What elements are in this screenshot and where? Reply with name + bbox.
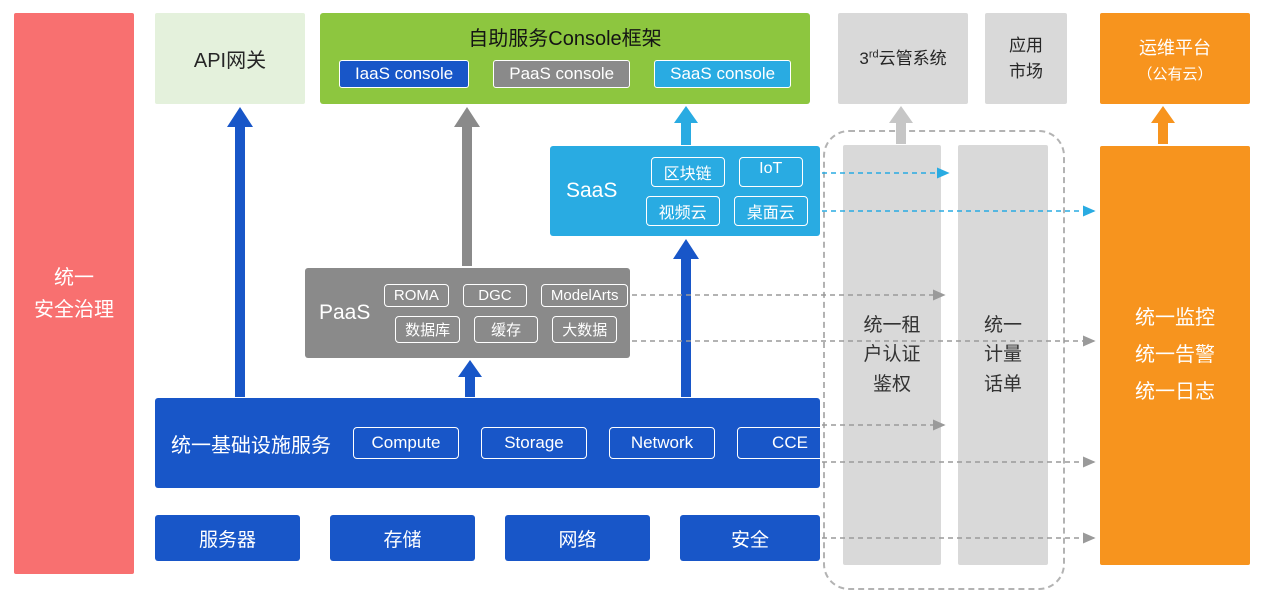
saas-label: SaaS — [566, 179, 618, 202]
monitoring-box: 统一监控 统一告警 统一日志 — [1100, 146, 1250, 565]
saas-item-desktop-cloud: 桌面云 — [733, 195, 808, 226]
third-party-text: 云管系统 — [878, 48, 947, 68]
infra-item-storage: Storage — [481, 427, 587, 459]
saas-item-video-cloud: 视频云 — [645, 195, 720, 226]
saas-item-iot: IoT — [738, 156, 803, 187]
security-governance-bar: 统一 安全治理 — [14, 13, 134, 574]
paas-item-modelarts: ModelArts — [540, 283, 629, 307]
console-frame-box: 自助服务Console框架 IaaS console PaaS console … — [320, 13, 810, 104]
foundation-storage-box: 存储 — [330, 515, 475, 561]
metering-billing-bar: 统一 计量 话单 — [958, 145, 1048, 565]
paas-box: PaaS ROMA DGC ModelArts 数据库 缓存 大数据 — [305, 268, 630, 358]
paas-chip-row-1: ROMA DGC ModelArts — [383, 283, 629, 307]
saas-chip-grid: 区块链 IoT 视频云 桌面云 — [633, 156, 820, 226]
foundation-server-box: 服务器 — [155, 515, 300, 561]
metering-line1: 统一 — [983, 314, 1022, 336]
arrow-monitoring-to-ops — [1151, 106, 1175, 144]
infrastructure-box: 统一基础设施服务 Compute Storage Network CCE — [155, 398, 843, 488]
api-gateway-box: API网关 — [155, 13, 305, 104]
foundation-security-box: 安全 — [680, 515, 820, 561]
arrow-infra-to-api-gateway — [227, 107, 253, 397]
arrow-infra-to-paas — [458, 360, 482, 397]
tenant-auth-line3: 鉴权 — [872, 373, 911, 395]
metering-line2: 计量 — [983, 344, 1022, 366]
saas-box: SaaS 区块链 IoT 视频云 桌面云 — [550, 146, 820, 236]
arrow-infra-to-saas — [673, 239, 699, 397]
iaas-console-chip: IaaS console — [338, 60, 470, 88]
metering-line3: 话单 — [983, 373, 1022, 395]
infra-item-network: Network — [609, 427, 715, 459]
console-frame-title: 自助服务Console框架 — [468, 28, 662, 50]
foundation-security-label: 安全 — [730, 529, 769, 551]
paas-label: PaaS — [319, 301, 371, 324]
foundation-storage-label: 存储 — [383, 529, 422, 551]
paas-chip-grid: ROMA DGC ModelArts 数据库 缓存 大数据 — [382, 283, 630, 343]
saas-chip-row-2: 视频云 桌面云 — [645, 195, 808, 226]
arrow-saas-to-console — [674, 106, 698, 145]
monitoring-line2: 统一告警 — [1135, 344, 1215, 366]
arrow-paas-to-console — [454, 107, 480, 266]
ops-platform-line1: 运维平台 — [1139, 37, 1211, 58]
paas-item-cache: 缓存 — [474, 315, 539, 343]
tenant-auth-bar: 统一租 户认证 鉴权 — [843, 145, 941, 565]
security-governance-line1: 统一 — [54, 266, 94, 289]
foundation-network-box: 网络 — [505, 515, 650, 561]
common-services-dashed-frame — [823, 130, 1065, 590]
tenant-auth-line2: 户认证 — [863, 344, 921, 366]
security-governance-line2: 安全治理 — [34, 298, 114, 321]
infrastructure-label: 统一基础设施服务 — [171, 434, 331, 457]
ops-platform-box: 运维平台 （公有云） — [1100, 13, 1250, 104]
infra-item-compute: Compute — [353, 427, 459, 459]
saas-console-chip: SaaS console — [654, 60, 792, 88]
saas-chip-row-1: 区块链 IoT — [650, 156, 803, 187]
infra-item-cce: CCE — [737, 427, 843, 459]
ops-platform-line2: （公有云） — [1137, 65, 1213, 83]
app-market-box: 应用 市场 — [985, 13, 1067, 104]
monitoring-line1: 统一监控 — [1135, 307, 1215, 329]
api-gateway-label: API网关 — [193, 50, 267, 72]
saas-item-blockchain: 区块链 — [650, 156, 725, 187]
tenant-auth-line1: 统一租 — [863, 314, 921, 336]
paas-item-roma: ROMA — [383, 283, 449, 307]
third-party-number: 3 — [859, 48, 869, 68]
paas-item-database: 数据库 — [395, 315, 461, 343]
foundation-server-label: 服务器 — [198, 529, 256, 551]
app-market-line1: 应用 — [1009, 36, 1043, 55]
app-market-line2: 市场 — [1009, 61, 1043, 81]
monitoring-line3: 统一日志 — [1135, 381, 1215, 403]
console-chip-row: IaaS console PaaS console SaaS console — [320, 60, 810, 88]
paas-item-dgc: DGC — [462, 283, 527, 307]
third-party-cloud-label: 3rd云管系统 — [859, 46, 946, 72]
third-party-sup: rd — [868, 48, 879, 61]
paas-chip-row-2: 数据库 缓存 大数据 — [395, 315, 618, 343]
paas-item-bigdata: 大数据 — [552, 315, 618, 343]
foundation-network-label: 网络 — [558, 529, 597, 551]
paas-console-chip: PaaS console — [493, 60, 631, 88]
third-party-cloud-box: 3rd云管系统 — [838, 13, 968, 104]
